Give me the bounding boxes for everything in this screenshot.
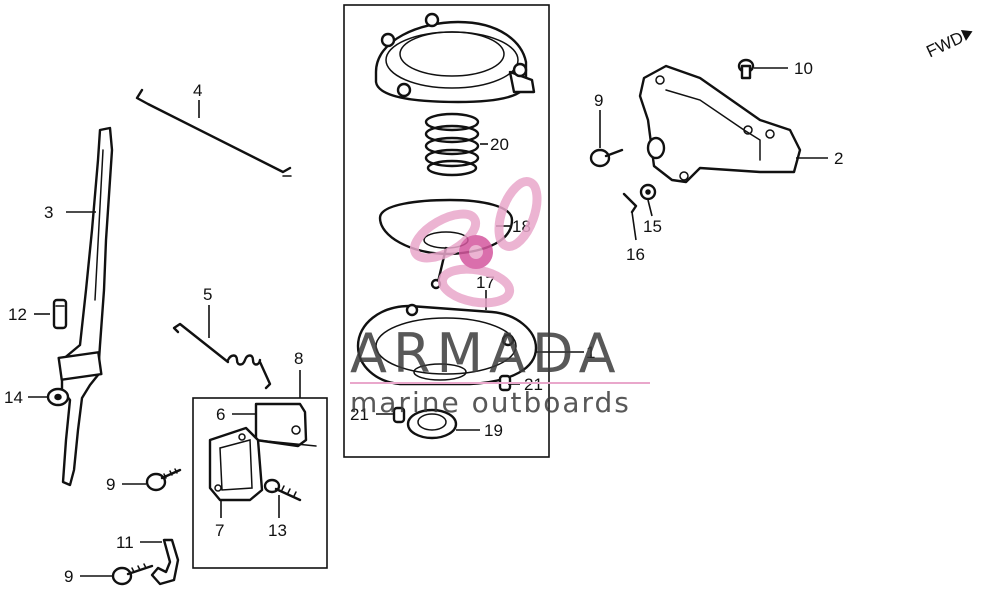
bolt-part-12 — [52, 298, 68, 330]
exploded-view-frame — [343, 4, 550, 458]
callout-2: 2 — [834, 149, 843, 168]
spring-part-5 — [172, 322, 272, 390]
callout-10: 10 — [794, 59, 813, 78]
rod-part-4 — [135, 88, 292, 177]
lower-body-part-1 — [356, 303, 538, 386]
callout-19: 19 — [484, 421, 503, 440]
clip-part-11 — [150, 538, 180, 586]
callout-11: 11 — [116, 533, 134, 552]
callout-6: 6 — [216, 405, 225, 424]
callout-1: 1 — [586, 343, 595, 362]
callout-8: 8 — [294, 349, 303, 368]
fwd-arrow: FWD — [923, 28, 973, 62]
bolt-part-9-bottom — [111, 563, 154, 586]
callout-21-right: 21 — [524, 375, 543, 394]
callout-7: 7 — [215, 521, 224, 540]
propeller-logo-icon — [409, 177, 542, 308]
armada-watermark: ARMADA marine outboards — [350, 177, 650, 419]
fwd-arrowhead-icon — [960, 30, 973, 41]
callout-5: 5 — [203, 285, 212, 304]
callout-14: 14 — [4, 388, 23, 407]
callout-12: 12 — [8, 305, 27, 324]
cap-part-19 — [406, 408, 458, 440]
lever-arm-part-3 — [57, 126, 114, 487]
jet-part-21-left — [392, 406, 406, 424]
leader-lines — [28, 67, 828, 577]
pin-part-16 — [622, 192, 638, 214]
callout-4: 4 — [193, 81, 202, 100]
bolt-part-9-right — [589, 148, 624, 168]
callout-numbers: 1 2 3 4 5 6 7 8 9 9 9 10 11 12 13 14 15 … — [4, 59, 843, 586]
bolt-part-10 — [737, 58, 755, 80]
bolt-part-9-middle — [145, 468, 182, 492]
top-cover-part — [374, 12, 536, 104]
watermark-subtitle: marine outboards — [350, 386, 631, 419]
plate-part-6 — [254, 402, 317, 448]
bracket-part-2 — [638, 64, 802, 184]
callout-9-right: 9 — [594, 91, 603, 110]
callout-20: 20 — [490, 135, 509, 154]
screw-part-13 — [263, 478, 302, 502]
fwd-label: FWD — [923, 28, 966, 62]
callout-13: 13 — [268, 521, 287, 540]
callout-9-bottom: 9 — [64, 567, 73, 586]
callout-21-left: 21 — [350, 405, 369, 424]
washer-part-15 — [639, 183, 657, 201]
callout-3: 3 — [44, 203, 53, 222]
callout-15: 15 — [643, 217, 662, 236]
watermark-title: ARMADA — [350, 322, 622, 385]
callout-16: 16 — [626, 245, 645, 264]
bracket-part-7 — [208, 426, 264, 502]
bracket-group-frame-part-8 — [192, 397, 328, 569]
spring-part-20 — [424, 112, 480, 177]
nut-part-14 — [46, 387, 70, 407]
callout-9-middle: 9 — [106, 475, 115, 494]
